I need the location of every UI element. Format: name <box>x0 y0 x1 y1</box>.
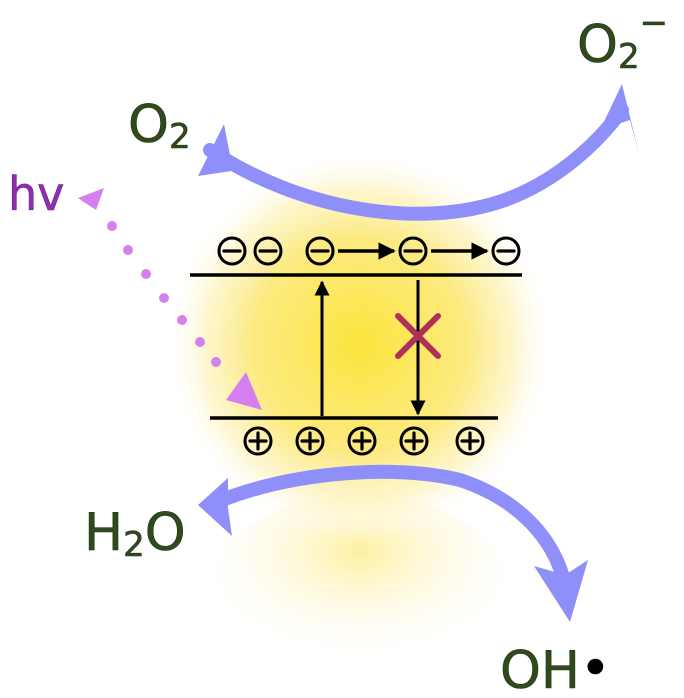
electron <box>305 236 335 266</box>
hole <box>347 426 377 456</box>
hole <box>243 426 273 456</box>
electron <box>253 236 283 266</box>
oxygen-label: O2 <box>128 95 191 157</box>
blocked-cross-icon <box>395 313 441 359</box>
water-label: H2O <box>84 503 186 565</box>
electron <box>398 236 428 266</box>
superoxide-label: O2− <box>577 3 668 77</box>
hydroxyl-radical-label: OH• <box>500 639 611 698</box>
photon-arrow <box>78 188 262 410</box>
photon-energy-label: hv <box>8 167 64 221</box>
electron <box>491 236 521 266</box>
hole <box>295 426 325 456</box>
hole-row <box>243 426 485 456</box>
electron <box>217 236 247 266</box>
particle-reflection <box>210 495 510 685</box>
hole <box>399 426 429 456</box>
hole <box>455 426 485 456</box>
electron-row <box>217 236 521 266</box>
oxygen-reduction-arrow <box>198 84 640 221</box>
water-oxidation-arrow <box>198 464 588 622</box>
